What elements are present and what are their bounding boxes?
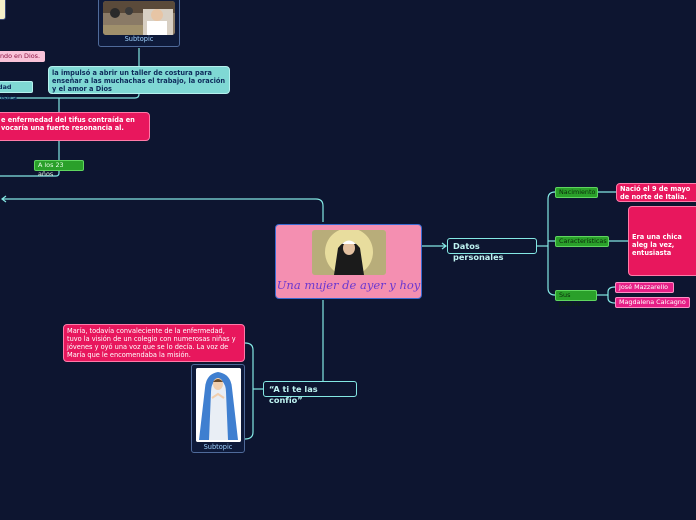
central-title: Una mujer de ayer y hoy <box>276 278 421 292</box>
dios-node[interactable]: ndo en Dios. <box>0 51 45 62</box>
padre-text: José Mazzarello <box>619 283 669 291</box>
madre-node[interactable]: Magdalena Calcagno <box>615 297 690 308</box>
central-topic[interactable]: Una mujer de ayer y hoy <box>275 224 422 299</box>
confio-node[interactable]: “A ti te las confío” <box>263 381 357 405</box>
padres-node[interactable]: Sus padres <box>555 290 597 308</box>
subtopic-card-top[interactable]: Subtopic <box>98 0 180 47</box>
kitchen-photo-icon <box>103 1 175 35</box>
confio-label: “A ti te las confío” <box>269 384 318 405</box>
caracteristicas-node[interactable]: Características <box>555 236 609 247</box>
subtopic-card-bottom[interactable]: Subtopic <box>191 364 245 453</box>
age-node[interactable]: A los 23 años <box>34 160 84 178</box>
taller-node[interactable]: la impulsó a abrir un taller de costura … <box>48 66 230 94</box>
datos-label: Datos personales <box>453 241 504 262</box>
taller-text: la impulsó a abrir un taller de costura … <box>52 69 226 93</box>
padre-node[interactable]: José Mazzarello <box>615 282 674 293</box>
fisica-text: dad física <box>0 83 18 102</box>
tifus-text: e enfermedad del tifus contraída en voca… <box>1 116 135 132</box>
subtopic-caption-top: Subtopic <box>124 35 154 43</box>
virgin-mary-image <box>196 368 241 442</box>
subtopic-photo-top <box>103 1 175 35</box>
nacimiento-label: Nacimiento <box>559 188 596 196</box>
datos-personales-node[interactable]: Datos personales <box>447 238 537 262</box>
tifus-node[interactable]: e enfermedad del tifus contraída en voca… <box>0 112 150 141</box>
vision-text: María, todavía convaleciente de la enfer… <box>67 327 236 359</box>
caracteristicas-value: Era una chica aleg la vez, entusiasta <box>632 233 682 257</box>
dios-text: ndo en Dios. <box>0 52 41 60</box>
subtopic-caption-bottom: Subtopic <box>203 443 233 451</box>
nacimiento-value-node[interactable]: Nació el 9 de mayo de norte de Italia. <box>616 183 696 202</box>
vision-node[interactable]: María, todavía convaleciente de la enfer… <box>63 324 245 362</box>
nacimiento-node[interactable]: Nacimiento <box>555 187 598 198</box>
caracteristicas-label: Características <box>559 237 607 245</box>
virgin-mary-icon <box>196 368 241 442</box>
padres-label: Sus padres <box>559 291 581 308</box>
nun-portrait-icon <box>312 230 386 275</box>
madre-text: Magdalena Calcagno <box>619 298 686 306</box>
central-photo <box>312 230 386 275</box>
edge-node-stub[interactable] <box>0 0 6 20</box>
age-text: A los 23 años <box>38 161 64 178</box>
caracteristicas-value-node[interactable]: Era una chica aleg la vez, entusiasta <box>628 206 696 276</box>
fisica-node[interactable]: dad física <box>0 81 33 102</box>
nacimiento-value: Nació el 9 de mayo de norte de Italia. <box>620 185 691 201</box>
